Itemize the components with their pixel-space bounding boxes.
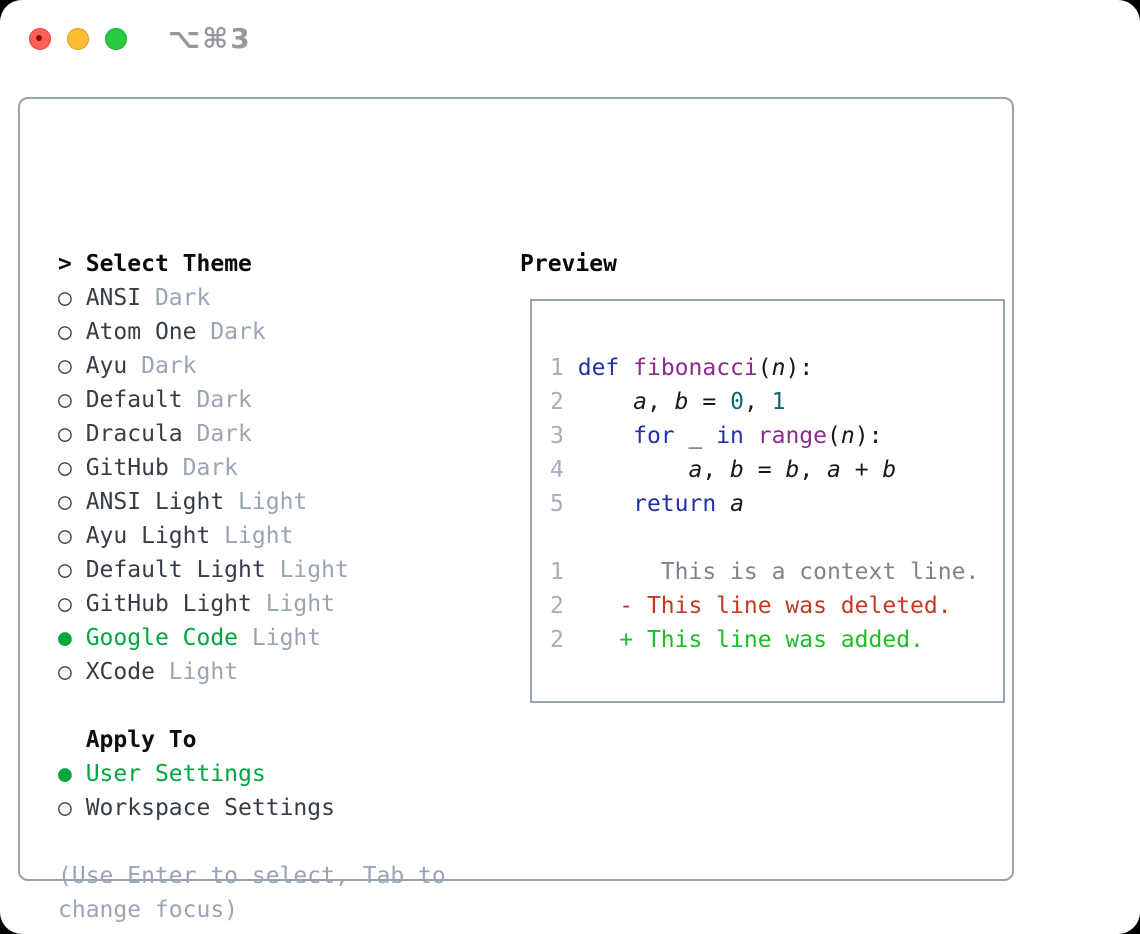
radio-icon: ○ bbox=[58, 285, 86, 311]
preview-box: 1 def fibonacci(n): 2 a, b = 0, 1 3 for _ … bbox=[530, 299, 1005, 703]
radio-icon: ○ bbox=[58, 387, 86, 413]
apply-to-title: Apply To bbox=[85, 727, 197, 753]
theme-option-ansi-light[interactable]: ○ ANSI Light Light bbox=[58, 485, 349, 519]
zoom-button[interactable] bbox=[105, 28, 127, 50]
theme-name: Ayu bbox=[85, 353, 128, 379]
theme-variant-tag: Light bbox=[251, 591, 335, 617]
radio-icon: ○ bbox=[58, 455, 86, 481]
theme-variant-tag: Light bbox=[224, 489, 308, 515]
hint-text: (Use Enter to select, Tab to change focu… bbox=[58, 863, 446, 923]
theme-list: > Select Theme ○ ANSI Dark○ Atom One Dar… bbox=[58, 247, 349, 689]
radio-icon: ○ bbox=[58, 421, 86, 447]
apply-option-label: User Settings bbox=[85, 761, 266, 787]
code-line: 4 a, b = b, a + b bbox=[550, 457, 897, 483]
theme-name: Default bbox=[85, 387, 183, 413]
theme-name: GitHub Light bbox=[85, 591, 252, 617]
code-line: 1 This is a context line. bbox=[550, 559, 980, 585]
edited-dot-icon bbox=[36, 35, 42, 41]
theme-variant-tag: Dark bbox=[182, 421, 252, 447]
theme-name: GitHub bbox=[85, 455, 169, 481]
apply-to-header: Apply To bbox=[58, 723, 335, 757]
theme-option-ansi[interactable]: ○ ANSI Dark bbox=[58, 281, 349, 315]
preview-title: Preview bbox=[520, 251, 617, 277]
theme-name: ANSI bbox=[85, 285, 142, 311]
code-line: 2 + This line was added. bbox=[550, 627, 924, 653]
apply-option-workspace-settings[interactable]: ○ Workspace Settings bbox=[58, 791, 335, 825]
theme-picker-panel: > Select Theme ○ ANSI Dark○ Atom One Dar… bbox=[18, 97, 1014, 923]
radio-icon: ○ bbox=[58, 659, 86, 685]
theme-name: ANSI Light bbox=[85, 489, 225, 515]
radio-icon: ○ bbox=[58, 489, 86, 515]
close-button[interactable] bbox=[29, 28, 51, 50]
prompt-icon: > bbox=[58, 251, 72, 277]
code-line bbox=[550, 521, 1003, 555]
theme-list-title: Select Theme bbox=[85, 251, 252, 277]
theme-variant-tag: Dark bbox=[127, 353, 197, 379]
code-line: 3 for _ in range(n): bbox=[550, 423, 883, 449]
theme-list-header: > Select Theme bbox=[58, 247, 349, 281]
theme-option-ayu[interactable]: ○ Ayu Dark bbox=[58, 349, 349, 383]
theme-variant-tag: Light bbox=[238, 625, 322, 651]
code-line: 2 - This line was deleted. bbox=[550, 593, 952, 619]
theme-variant-tag: Dark bbox=[141, 285, 211, 311]
theme-name: Ayu Light bbox=[85, 523, 211, 549]
apply-option-label: Workspace Settings bbox=[85, 795, 335, 821]
radio-icon: ○ bbox=[58, 795, 86, 821]
theme-name: XCode bbox=[85, 659, 155, 685]
radio-icon: ○ bbox=[58, 591, 86, 617]
theme-option-github-light[interactable]: ○ GitHub Light Light bbox=[58, 587, 349, 621]
radio-icon: ○ bbox=[58, 523, 86, 549]
theme-variant-tag: Light bbox=[210, 523, 294, 549]
titlebar: ⌥⌘3 bbox=[0, 0, 1140, 78]
radio-icon: ● bbox=[58, 761, 86, 787]
code-line: 2 a, b = 0, 1 bbox=[550, 389, 786, 415]
theme-variant-tag: Light bbox=[154, 659, 239, 685]
theme-option-xcode[interactable]: ○ XCode Light bbox=[58, 655, 349, 689]
theme-option-google-code[interactable]: ● Google Code Light bbox=[58, 621, 349, 655]
radio-icon: ● bbox=[58, 625, 86, 651]
theme-name: Default Light bbox=[85, 557, 266, 583]
theme-variant-tag: Dark bbox=[182, 387, 252, 413]
theme-name: Google Code bbox=[85, 625, 239, 651]
theme-variant-tag: Dark bbox=[168, 455, 239, 481]
radio-icon: ○ bbox=[58, 557, 86, 583]
theme-name: Dracula bbox=[85, 421, 183, 447]
theme-option-atom-one[interactable]: ○ Atom One Dark bbox=[58, 315, 349, 349]
radio-icon: ○ bbox=[58, 319, 86, 345]
theme-option-ayu-light[interactable]: ○ Ayu Light Light bbox=[58, 519, 349, 553]
minimize-button[interactable] bbox=[67, 28, 89, 50]
theme-name: Atom One bbox=[85, 319, 197, 345]
theme-option-github[interactable]: ○ GitHub Dark bbox=[58, 451, 349, 485]
code-line: 1 def fibonacci(n): bbox=[550, 355, 814, 381]
apply-to-section: Apply To ● User Settings○ Workspace Sett… bbox=[58, 723, 335, 825]
theme-option-dracula[interactable]: ○ Dracula Dark bbox=[58, 417, 349, 451]
theme-option-default[interactable]: ○ Default Dark bbox=[58, 383, 349, 417]
apply-option-user-settings[interactable]: ● User Settings bbox=[58, 757, 335, 791]
theme-option-default-light[interactable]: ○ Default Light Light bbox=[58, 553, 349, 587]
theme-variant-tag: Light bbox=[265, 557, 349, 583]
radio-icon: ○ bbox=[58, 353, 86, 379]
window-shortcut-label: ⌥⌘3 bbox=[168, 22, 252, 55]
code-line: 5 return a bbox=[550, 491, 744, 517]
theme-variant-tag: Dark bbox=[196, 319, 266, 345]
